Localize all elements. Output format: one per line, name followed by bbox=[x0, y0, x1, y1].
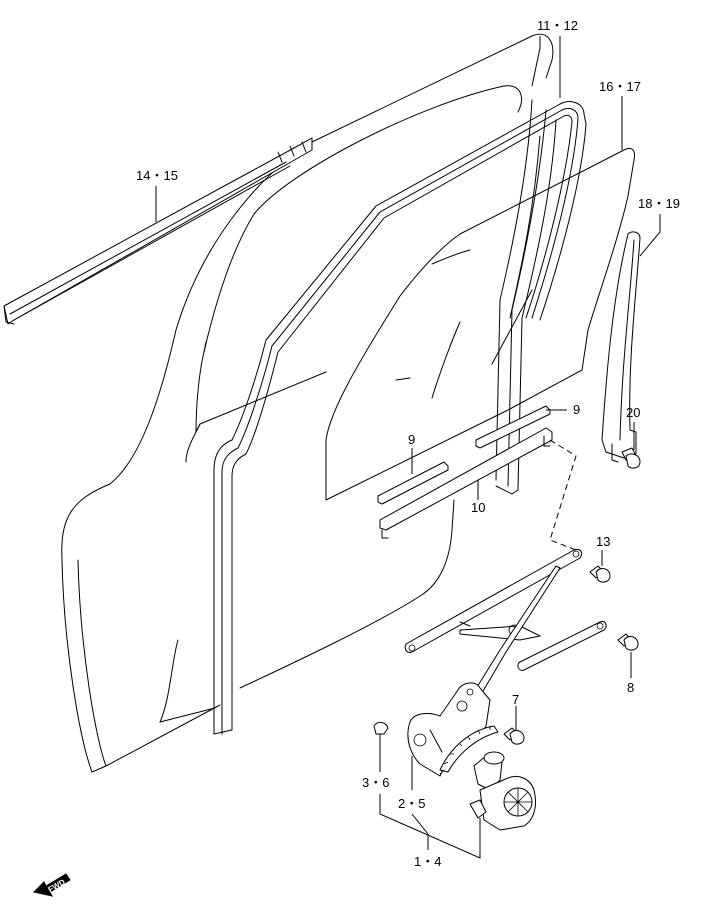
bolt-13 bbox=[589, 565, 611, 583]
regulator-motor bbox=[469, 751, 537, 831]
label-13: 13 bbox=[596, 534, 610, 549]
label-16-17: 16・17 bbox=[599, 79, 641, 94]
glass-run-channel bbox=[379, 427, 553, 539]
label-14-15: 14・15 bbox=[136, 168, 178, 183]
inner-weatherstrip-rear bbox=[475, 405, 551, 449]
bolt-8 bbox=[617, 633, 639, 651]
callout-labels: 11・12 16・17 14・15 18・19 9 9 20 10 13 8 7… bbox=[136, 18, 680, 869]
fwd-arrow-icon: FWD bbox=[33, 873, 71, 897]
label-9-rear: 9 bbox=[573, 402, 580, 417]
label-11-12: 11・12 bbox=[537, 18, 578, 33]
label-10: 10 bbox=[471, 500, 485, 515]
label-3-6: 3・6 bbox=[362, 775, 389, 790]
rear-sash bbox=[601, 231, 641, 463]
bolt-7 bbox=[503, 727, 525, 745]
label-1-4: 1・4 bbox=[414, 854, 441, 869]
bolt-3-6 bbox=[373, 721, 389, 743]
door-weatherstrip bbox=[213, 101, 587, 735]
label-8: 8 bbox=[627, 680, 634, 695]
label-2-5: 2・5 bbox=[398, 796, 425, 811]
label-7: 7 bbox=[512, 692, 519, 707]
outer-belt-moulding bbox=[3, 137, 313, 325]
label-18-19: 18・19 bbox=[638, 196, 680, 211]
door-glass bbox=[325, 147, 635, 501]
window-regulator bbox=[404, 549, 607, 777]
leader-lines bbox=[155, 36, 661, 859]
bolt-20 bbox=[621, 447, 641, 469]
label-9-front: 9 bbox=[408, 432, 415, 447]
rear-glass-channel bbox=[495, 99, 557, 495]
label-20: 20 bbox=[626, 405, 640, 420]
inner-weatherstrip-front bbox=[377, 461, 449, 505]
